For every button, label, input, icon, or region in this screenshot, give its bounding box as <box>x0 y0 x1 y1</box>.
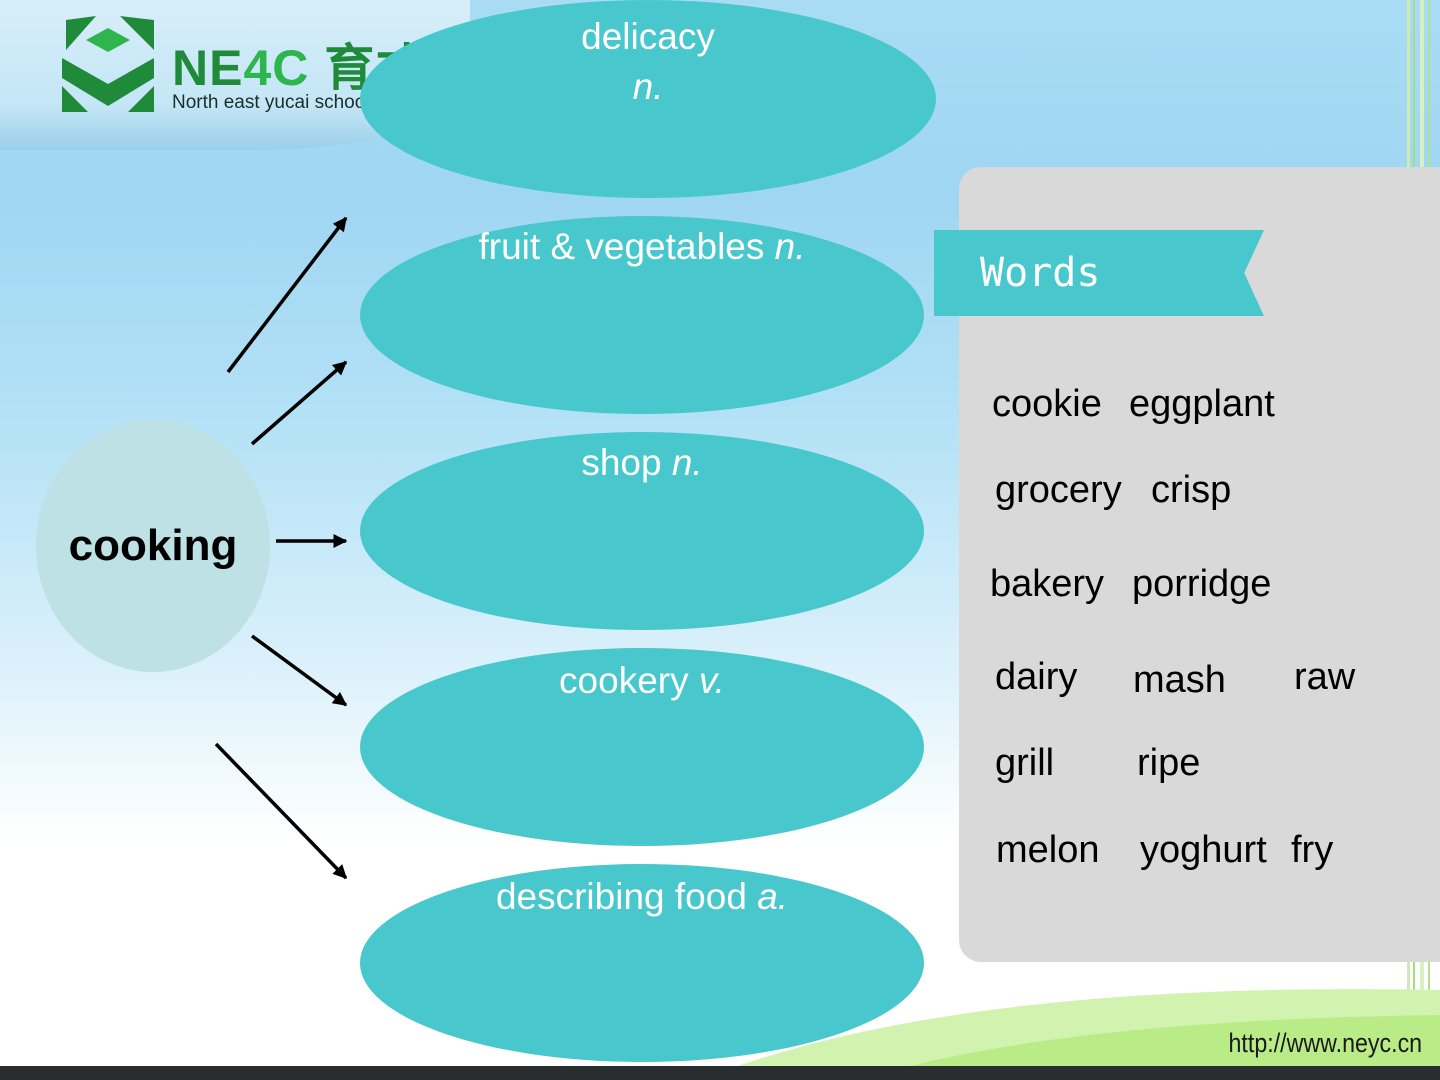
cube-logo-icon <box>62 16 154 112</box>
word-item: grill <box>995 742 1055 784</box>
category-fruit-vegetables: fruit & vegetables n. <box>360 216 924 414</box>
category-label: describing food a. <box>495 876 789 917</box>
center-node: cooking <box>36 420 270 672</box>
word-item: raw <box>1294 656 1356 698</box>
bottom-swoosh <box>700 989 1440 1080</box>
arrow-to-fruit <box>250 360 348 446</box>
word-item: yoghurt <box>1140 829 1267 871</box>
word-item: grocery <box>995 469 1122 511</box>
logo-subtitle: North east yucai school <box>172 92 370 113</box>
category-label: fruit & vegetables n. <box>478 226 806 267</box>
word-item: fry <box>1291 829 1334 871</box>
word-item: dairy <box>995 656 1078 698</box>
word-item: porridge <box>1132 563 1272 605</box>
bottom-bar <box>0 1066 1440 1080</box>
footer-url: http://www.neyc.cn <box>1228 1028 1422 1058</box>
arrow-to-delicacy <box>226 216 348 374</box>
word-item: ripe <box>1137 742 1201 784</box>
words-title: Words <box>980 250 1101 296</box>
category-label: shop n. <box>581 442 703 483</box>
word-item: bakery <box>990 563 1105 605</box>
category-label: cookery v. <box>559 660 725 701</box>
category-cookery: cookery v. <box>360 648 924 846</box>
arrow-to-describing <box>214 742 348 880</box>
arrow-to-cookery <box>250 634 348 707</box>
word-item: melon <box>996 829 1100 871</box>
center-label: cooking <box>68 521 238 570</box>
word-item: cookie <box>992 383 1102 425</box>
word-item: crisp <box>1151 469 1232 511</box>
word-item: mash <box>1133 659 1226 701</box>
school-logo <box>58 14 478 124</box>
word-item: eggplant <box>1129 383 1275 425</box>
category-describing-food: describing food a. <box>360 864 924 1062</box>
category-shop: shop n. <box>360 432 924 630</box>
words-tag <box>934 230 1264 316</box>
